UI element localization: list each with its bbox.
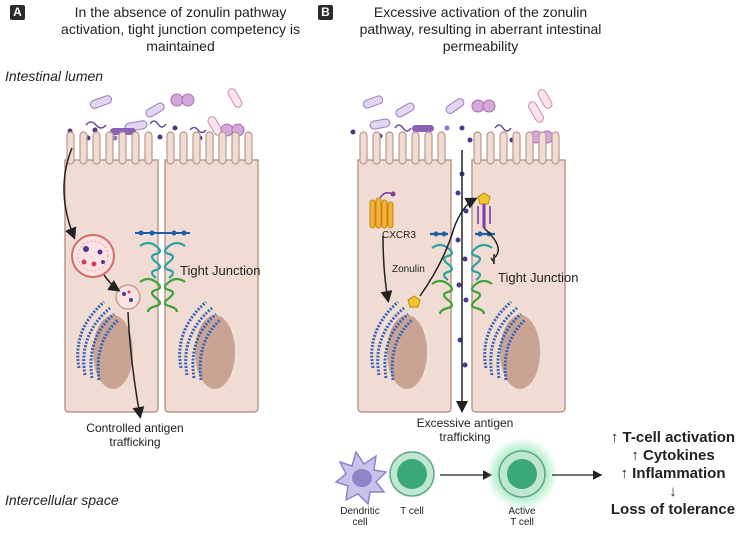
panel-a-title-line-1: In the absence of zonulin pathway xyxy=(74,4,287,20)
cxcr3-label: CXCR3 xyxy=(382,230,416,241)
controlled-antigen-line-2: trafficking xyxy=(109,435,161,449)
controlled-antigen-line-1: Controlled antigen xyxy=(86,421,184,435)
controlled-antigen-label: Controlled antigen trafficking xyxy=(70,421,200,449)
nucleus-a-right xyxy=(195,315,235,389)
cxcr3-receptor xyxy=(369,197,394,229)
outcome-loss-of-tolerance: Loss of tolerance xyxy=(610,501,736,518)
excessive-antigen-label: Excessive antigen trafficking xyxy=(400,416,530,444)
outcome-t-cell-activation: ↑ T-cell activation xyxy=(610,429,736,446)
dendritic-cell-label-line-1: Dendritic xyxy=(340,506,380,517)
panel-b-title-line-2: pathway, resulting in aberrant intestina… xyxy=(359,21,602,37)
dendritic-cell-label: Dendritic cell xyxy=(335,506,385,528)
epithelial-cell-b-right xyxy=(471,159,566,413)
tight-junction-label-a: Tight Junction xyxy=(180,263,261,278)
panel-b-title-line-3: permeability xyxy=(442,38,519,54)
panel-a-graphics xyxy=(63,88,259,419)
dendritic-cell xyxy=(334,450,388,506)
active-t-cell-label: Active T cell xyxy=(500,506,544,528)
outcome-cytokines: ↑ Cytokines xyxy=(631,447,715,464)
outcome-inflammation: ↑ Inflammation xyxy=(620,465,726,482)
zonulin-label: Zonulin xyxy=(392,264,425,275)
tight-junction-label-b: Tight Junction xyxy=(498,270,579,285)
lysosome-a xyxy=(115,284,141,310)
t-cell-label: T cell xyxy=(400,506,424,517)
lumen-bacteria-b xyxy=(350,89,554,144)
lumen-bacteria-a xyxy=(67,88,245,141)
panel-a-title-line-2: activation, tight junction competency is xyxy=(61,21,300,37)
nucleus-a-left xyxy=(93,315,133,389)
intercellular-space-label: Intercellular space xyxy=(5,492,119,508)
nucleus-b-left xyxy=(387,315,427,389)
endoplasmic-reticulum-a xyxy=(76,300,222,381)
intestinal-lumen-label: Intestinal lumen xyxy=(5,68,104,84)
active-t-cell-label-line-2: T cell xyxy=(510,517,534,528)
panel-b-title: Excessive activation of the zonulin path… xyxy=(338,4,623,55)
microvilli-b xyxy=(359,131,560,165)
panel-b-title-line-1: Excessive activation of the zonulin xyxy=(373,4,588,20)
zonulin-molecule xyxy=(407,295,421,308)
panel-a-title: In the absence of zonulin pathway activa… xyxy=(38,4,323,55)
nucleus-b-right xyxy=(500,315,540,389)
excessive-antigen-line-2: trafficking xyxy=(439,430,491,444)
microvilli-a xyxy=(66,131,253,165)
panel-b-graphics xyxy=(334,89,603,510)
endoplasmic-reticulum-b xyxy=(370,300,527,381)
active-t-cell-label-line-1: Active xyxy=(508,506,536,517)
panel-b-badge: B xyxy=(318,5,333,20)
panel-a-title-line-3: maintained xyxy=(146,38,215,54)
dendritic-cell-label-line-2: cell xyxy=(352,517,368,528)
outcomes-list: ↑ T-cell activation ↑ Cytokines ↑ Inflam… xyxy=(608,429,738,519)
tight-junction-a xyxy=(135,230,190,313)
outcome-down-arrow: ↓ xyxy=(669,483,677,500)
excessive-antigen-line-1: Excessive antigen xyxy=(416,416,514,430)
panel-a-badge: A xyxy=(10,5,25,20)
